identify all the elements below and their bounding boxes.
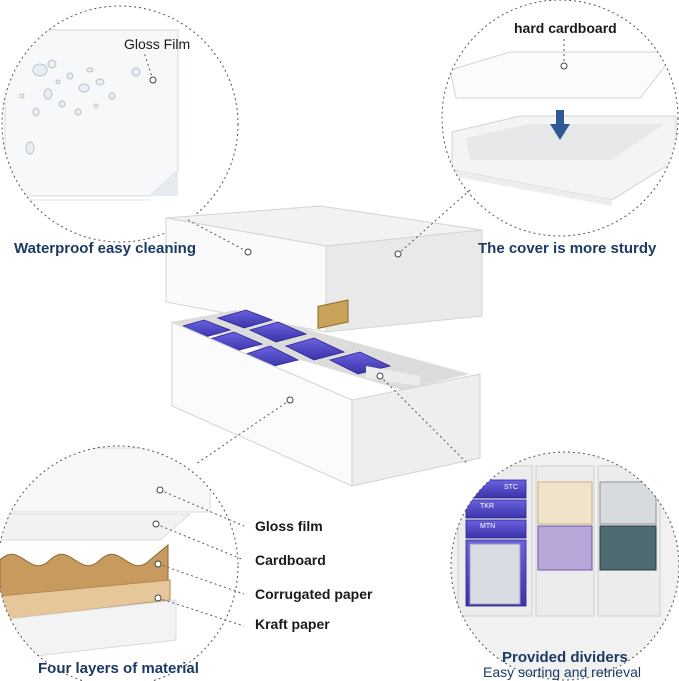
water-droplets-icon: [19, 59, 141, 155]
storage-box: [165, 205, 483, 487]
four-layers-label: Four layers of material: [38, 660, 199, 677]
connector-lines: [143, 36, 565, 627]
cover-sturdy-label: The cover is more sturdy: [478, 240, 657, 257]
card-icon: [317, 299, 349, 330]
cover-detail: [441, 0, 679, 237]
layers-detail: [0, 445, 239, 681]
hard-cardboard-label: hard cardboard: [514, 20, 617, 36]
waterproof-label: Waterproof easy cleaning: [14, 240, 196, 257]
gloss-film-detail: [1, 5, 239, 243]
tab-label: STC: [504, 484, 518, 491]
connector-dots: [149, 62, 568, 602]
kraft-layer-label: Kraft paper: [255, 616, 330, 632]
gloss-film-top-label: Gloss Film: [124, 36, 191, 52]
corrugated-layer-label: Corrugated paper: [255, 586, 373, 602]
dividers-title: Provided dividers: [502, 649, 628, 666]
gloss-film-layer-label: Gloss film: [255, 518, 323, 534]
dividers-detail: [450, 451, 679, 681]
dividers-subtitle: Easy sorting and retrieval: [483, 664, 641, 680]
cardboard-layer-label: Cardboard: [255, 552, 326, 568]
tab-label: TKR: [480, 503, 494, 510]
down-arrow-icon: [550, 110, 570, 140]
tab-label: MTN: [480, 523, 496, 530]
